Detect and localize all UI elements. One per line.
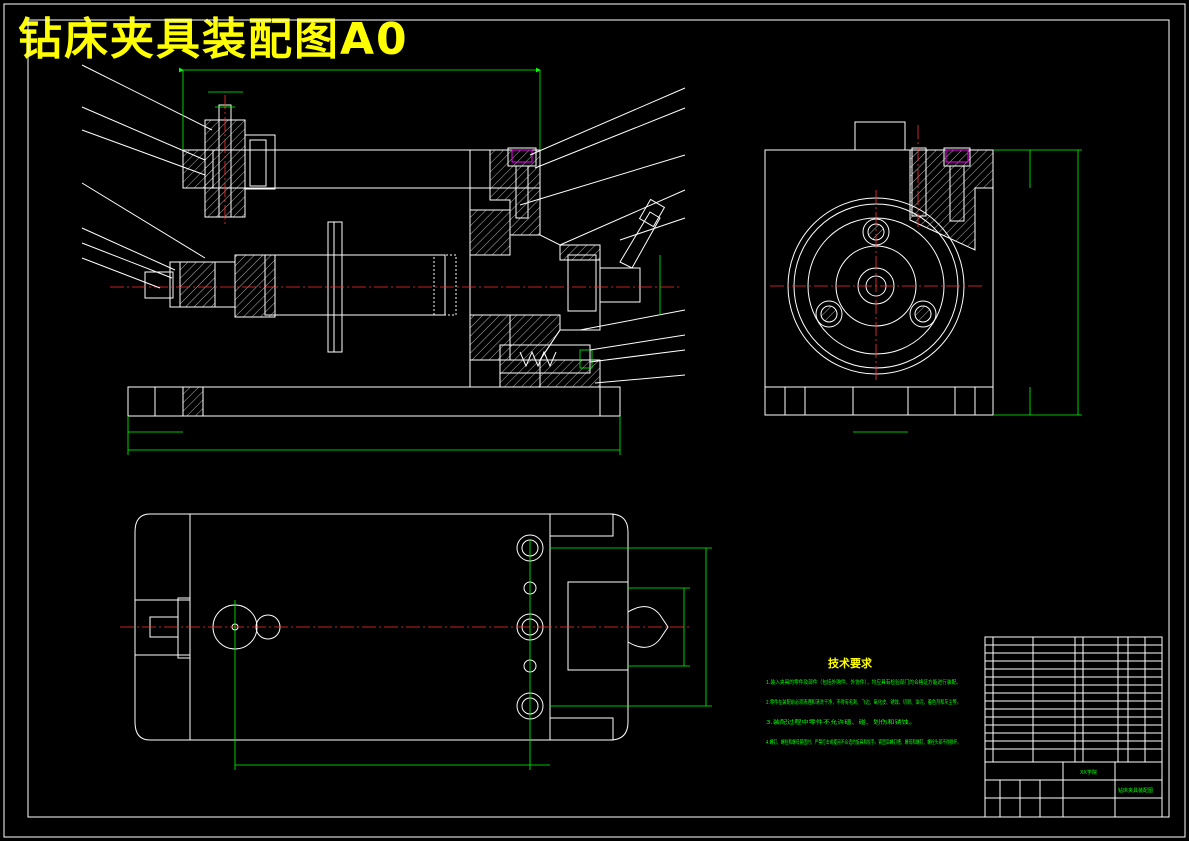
top-view xyxy=(120,513,712,770)
tech-req-heading: 技术要求 xyxy=(828,656,873,670)
side-view xyxy=(764,121,1082,433)
front-section-view xyxy=(81,64,686,455)
tech-req-line-1: 1.装入夹具的零件及部件（包括外购件、外协件），均应具有检验部门的合格证方能进行… xyxy=(766,678,961,686)
inner-frame xyxy=(27,19,1170,818)
parts-list xyxy=(984,636,1163,763)
page-title: 钻床夹具装配图A0 xyxy=(18,14,409,65)
outer-frame xyxy=(3,3,1186,838)
title-block-org: XX学院 xyxy=(1080,769,1097,776)
title-block: XX学院 钻床夹具装配图 xyxy=(984,761,1163,818)
technical-requirements: 技术要求 1.装入夹具的零件及部件（包括外购件、外协件），均应具有检验部门的合格… xyxy=(766,656,961,746)
tech-req-line-3: 3.装配过程中零件不允许磕、碰、划伤和锈蚀。 xyxy=(766,718,916,726)
title-block-drawing-name: 钻床夹具装配图 xyxy=(1118,787,1153,794)
tech-req-line-4: 4.螺钉、螺栓和螺母紧固时，严禁打击或使用不合适的旋具和扳手。紧固后螺钉槽、螺母… xyxy=(766,738,961,746)
tech-req-line-2: 2.零件在装配前必须清理和清洗干净，不得有毛刺、飞边、氧化皮、锈蚀、切屑、油污、… xyxy=(766,698,961,706)
